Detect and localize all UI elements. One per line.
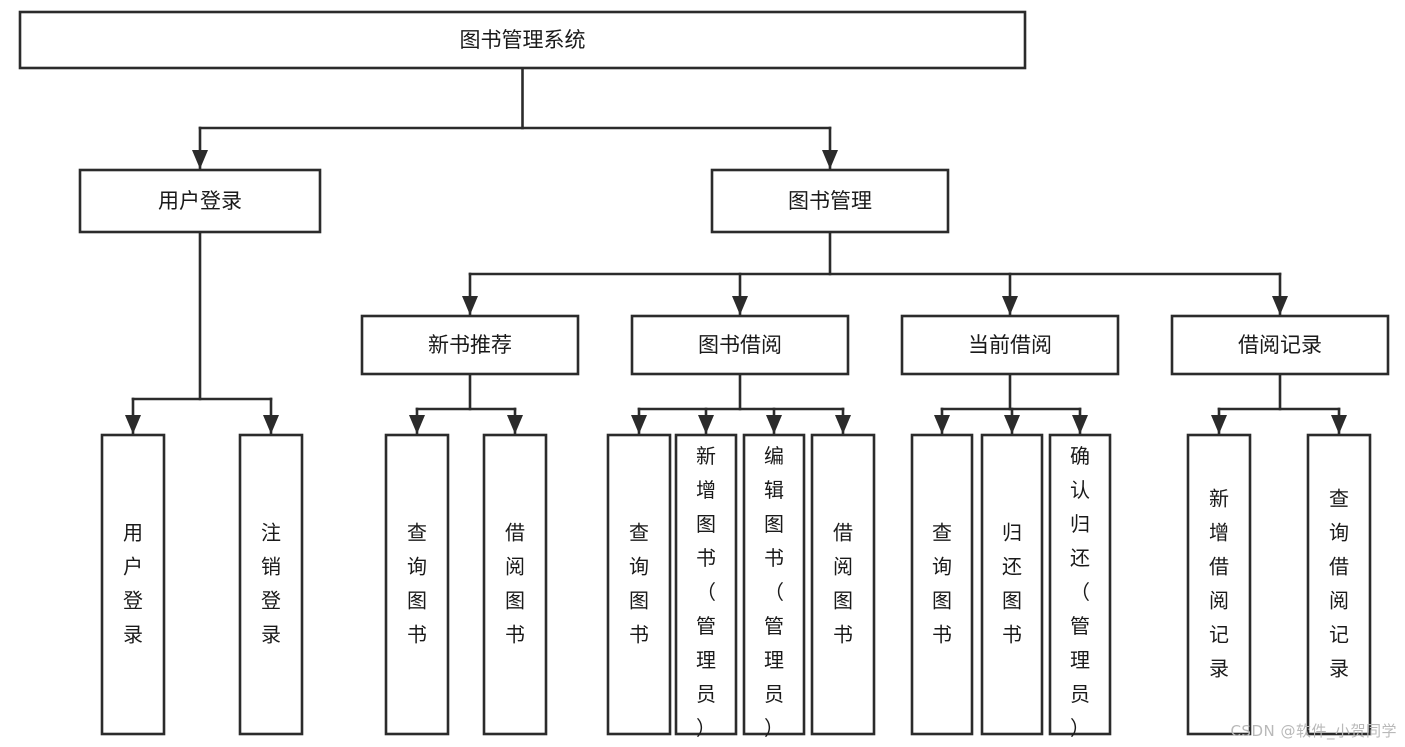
node-box-leaf-borrow-book-1: [482, 433, 548, 736]
node-label-leaf-query-book-2: 查询图书: [629, 520, 649, 646]
node-root[interactable]: 图书管理系统: [18, 10, 1027, 70]
node-box-leaf-query-record: [1306, 433, 1372, 736]
arrow-head-leaf-query-record: [1331, 415, 1347, 434]
arrow-head-leaf-return-book: [1004, 415, 1020, 434]
node-box-leaf-confirm-return: [1048, 433, 1112, 736]
arrow-head-leaf-query-book-3: [934, 415, 950, 434]
node-box-leaf-query-book-2: [606, 433, 672, 736]
node-label-borrow-records: 借阅记录: [1238, 333, 1322, 357]
node-label-leaf-return-book: 归还图书: [1002, 520, 1022, 646]
node-leaf-borrow-book-1[interactable]: 借阅图书: [482, 433, 548, 736]
node-current-borrow[interactable]: 当前借阅: [900, 314, 1120, 376]
node-leaf-confirm-return[interactable]: 确认归还（管理员）: [1048, 433, 1112, 740]
node-label-leaf-query-book-1: 查询图书: [407, 520, 427, 646]
node-box-leaf-add-book: [674, 433, 738, 736]
node-leaf-return-book[interactable]: 归还图书: [980, 433, 1044, 736]
node-box-leaf-query-book-1: [384, 433, 450, 736]
node-leaf-user-login[interactable]: 用户登录: [100, 433, 166, 736]
node-new-book-recommend[interactable]: 新书推荐: [360, 314, 580, 376]
node-leaf-query-book-1[interactable]: 查询图书: [384, 433, 450, 736]
node-label-root: 图书管理系统: [460, 28, 586, 52]
arrow-head-leaf-query-book-2: [631, 415, 647, 434]
arrow-head-new-book-recommend: [462, 296, 478, 315]
arrow-head-leaf-borrow-book-1: [507, 415, 523, 434]
arrow-head-leaf-query-book-1: [409, 415, 425, 434]
node-book-borrow[interactable]: 图书借阅: [630, 314, 850, 376]
node-layer: 图书管理系统用户登录图书管理新书推荐图书借阅当前借阅借阅记录用户登录注销登录查询…: [18, 10, 1390, 740]
arrow-head-book-management: [822, 150, 838, 169]
node-label-book-borrow: 图书借阅: [698, 333, 782, 357]
node-box-leaf-borrow-book-2: [810, 433, 876, 736]
node-user-login[interactable]: 用户登录: [78, 168, 322, 234]
node-label-leaf-query-record: 查询借阅记录: [1329, 486, 1349, 680]
node-leaf-query-book-3[interactable]: 查询图书: [910, 433, 974, 736]
arrow-head-current-borrow: [1002, 296, 1018, 315]
node-book-management[interactable]: 图书管理: [710, 168, 950, 234]
node-box-current-borrow: [900, 314, 1120, 376]
watermark-text: CSDN @软件_小贺同学: [1230, 722, 1397, 740]
node-box-leaf-logout: [238, 433, 304, 736]
arrow-head-user-login: [192, 150, 208, 169]
node-box-leaf-user-login: [100, 433, 166, 736]
node-label-leaf-add-book: 新增图书（管理员）: [696, 444, 716, 740]
node-label-leaf-user-login: 用户登录: [123, 520, 143, 646]
node-leaf-logout[interactable]: 注销登录: [238, 433, 304, 736]
node-leaf-add-book[interactable]: 新增图书（管理员）: [674, 433, 738, 740]
node-label-leaf-borrow-book-1: 借阅图书: [505, 520, 525, 646]
node-label-new-book-recommend: 新书推荐: [428, 333, 512, 357]
arrow-head-leaf-logout: [263, 415, 279, 434]
node-box-user-login: [78, 168, 322, 234]
node-label-leaf-query-book-3: 查询图书: [932, 520, 952, 646]
node-label-leaf-confirm-return: 确认归还（管理员）: [1070, 444, 1090, 740]
node-leaf-query-book-2[interactable]: 查询图书: [606, 433, 672, 736]
node-leaf-borrow-book-2[interactable]: 借阅图书: [810, 433, 876, 736]
node-label-leaf-add-record: 新增借阅记录: [1209, 486, 1229, 680]
node-leaf-edit-book[interactable]: 编辑图书（管理员）: [742, 433, 806, 740]
node-box-book-management: [710, 168, 950, 234]
node-label-book-management: 图书管理: [788, 189, 872, 213]
node-leaf-query-record[interactable]: 查询借阅记录: [1306, 433, 1372, 736]
node-borrow-records[interactable]: 借阅记录: [1170, 314, 1390, 376]
node-box-root: [18, 10, 1027, 70]
arrow-head-leaf-borrow-book-2: [835, 415, 851, 434]
node-box-leaf-add-record: [1186, 433, 1252, 736]
arrow-head-book-borrow: [732, 296, 748, 315]
connector-layer: [125, 66, 1347, 435]
node-label-current-borrow: 当前借阅: [968, 333, 1052, 357]
arrow-head-leaf-user-login: [125, 415, 141, 434]
arrow-head-leaf-confirm-return: [1072, 415, 1088, 434]
arrow-head-leaf-edit-book: [766, 415, 782, 434]
arrow-head-leaf-add-record: [1211, 415, 1227, 434]
node-box-leaf-edit-book: [742, 433, 806, 736]
node-box-new-book-recommend: [360, 314, 580, 376]
arrow-head-leaf-add-book: [698, 415, 714, 434]
node-box-leaf-return-book: [980, 433, 1044, 736]
arrow-head-borrow-records: [1272, 296, 1288, 315]
node-box-leaf-query-book-3: [910, 433, 974, 736]
node-label-leaf-logout: 注销登录: [261, 520, 281, 646]
node-label-leaf-borrow-book-2: 借阅图书: [833, 520, 853, 646]
node-leaf-add-record[interactable]: 新增借阅记录: [1186, 433, 1252, 736]
node-label-leaf-edit-book: 编辑图书（管理员）: [764, 444, 784, 740]
node-box-book-borrow: [630, 314, 850, 376]
node-label-user-login: 用户登录: [158, 189, 242, 213]
node-box-borrow-records: [1170, 314, 1390, 376]
